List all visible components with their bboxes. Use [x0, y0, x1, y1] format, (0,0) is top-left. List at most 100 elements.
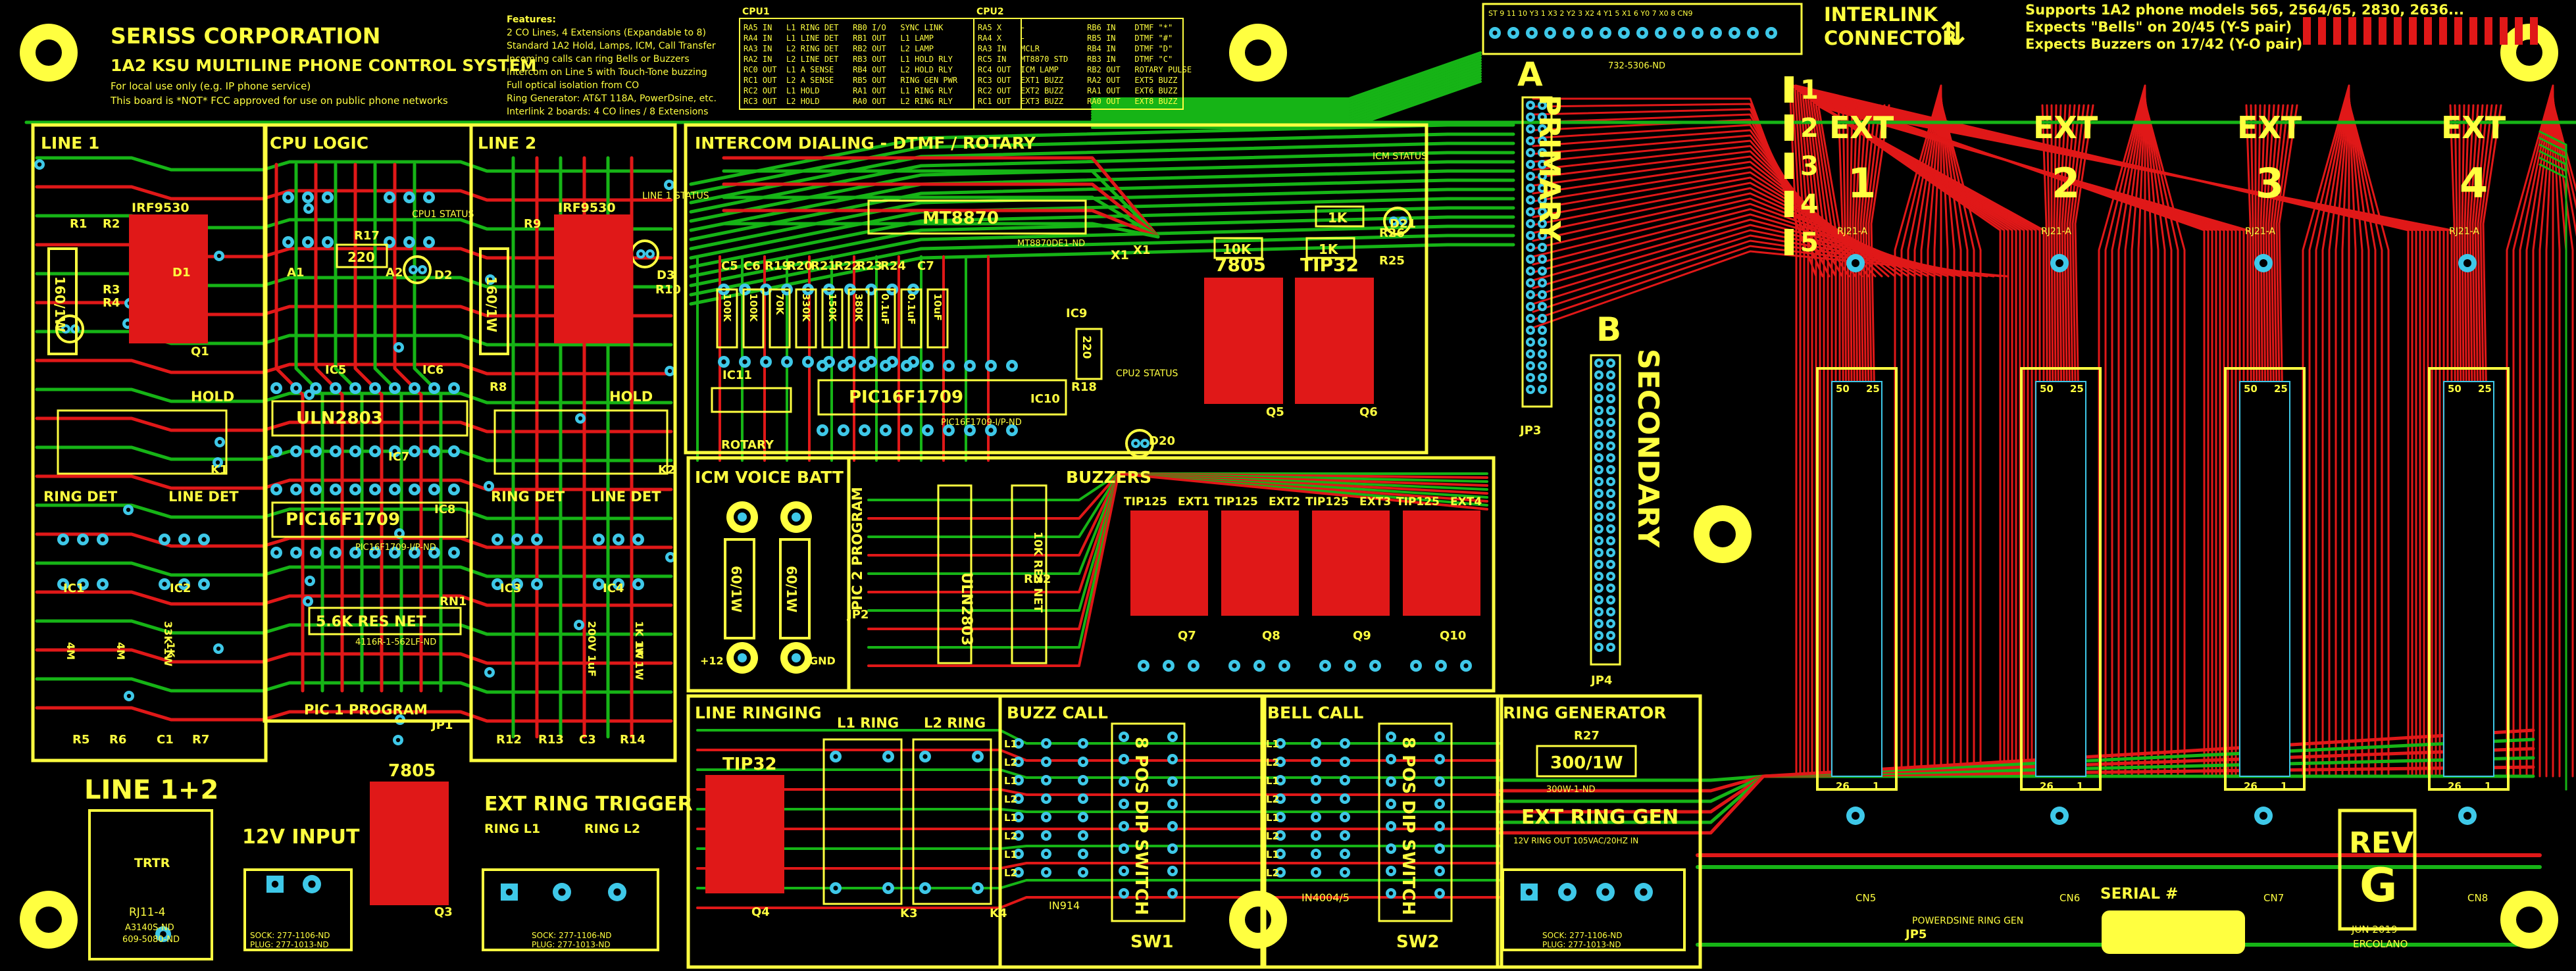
- resistor-r26: [1305, 237, 1355, 259]
- uln2803-chip-2: [937, 484, 972, 664]
- designator: C5: [721, 259, 738, 273]
- ring-generator-section: [1496, 694, 1702, 969]
- designator: IC11: [722, 368, 752, 382]
- support-notes: Supports 1A2 phone models 565, 2564/65, …: [2025, 2, 2464, 52]
- ext-pin-1: 1: [2281, 780, 2287, 792]
- tr-label: TRTR: [134, 856, 170, 870]
- bell-row-label: L2: [1266, 867, 1279, 879]
- tip125-label: TIP125: [1215, 495, 1258, 509]
- ext-pin-26: 26: [2244, 780, 2258, 792]
- buzz-row-label: L2: [1004, 867, 1017, 879]
- resnet-rn1: [308, 607, 462, 635]
- resistor-r16: [779, 538, 811, 639]
- r26-value: 1K: [1319, 241, 1339, 257]
- pic1-program-title: PIC 1 PROGRAM: [304, 702, 428, 718]
- designator: IC3: [500, 582, 521, 595]
- designator: K4: [990, 907, 1007, 920]
- tip32-bottom-label: TIP32: [722, 755, 777, 774]
- resistor-r27: [1536, 745, 1637, 778]
- relay-k3: [822, 738, 903, 905]
- primary-title: PRIMARY: [1532, 95, 1566, 243]
- designator: R3: [103, 283, 120, 297]
- r8-value: 160/1W: [484, 276, 499, 332]
- designator: IC4: [603, 582, 624, 595]
- bell-row-label: L1: [1266, 738, 1279, 750]
- mounting-holes: [20, 24, 2558, 949]
- resnet-rn2: [1011, 484, 1048, 664]
- rev-place: ERCOLANO: [2353, 938, 2408, 950]
- cpu2-table-row: RA3 IN MCLR RB4 IN DTMF "D": [978, 44, 1173, 53]
- designator: R14: [620, 733, 645, 747]
- intercom-section: [684, 123, 1428, 455]
- ext-jack: RJ21-A: [2245, 226, 2275, 237]
- bell-row-label: L2: [1266, 830, 1279, 842]
- rj11-pn1: A3140S-ND: [125, 923, 174, 933]
- tip125-label: TIP125: [1124, 495, 1167, 509]
- r24-value: 1K: [1328, 210, 1348, 226]
- designator: C1: [157, 733, 174, 747]
- ext-gen-labels: 12V RING OUT 105VAC/20HZ IN: [1513, 836, 1638, 845]
- serial-label: SERIAL #: [2100, 885, 2178, 903]
- ext-pin-1: 1: [1873, 780, 1879, 792]
- intercom-component-value: 70K: [774, 293, 786, 316]
- q1-part: IRF9530: [132, 201, 189, 215]
- designator: R8: [490, 380, 507, 394]
- ext-jack: RJ21-A: [2041, 226, 2071, 237]
- ext-ring-trigger-jack: [482, 868, 659, 951]
- cpu2-table-row: RC5 IN MT8870 STD RB3 IN DTMF "C": [978, 55, 1173, 64]
- buzz-call-title: BUZZ CALL: [1007, 703, 1108, 722]
- interlink-connector: ST 9 11 10 Y3 1 X3 2 Y2 3 X2 4 Y1 5 X1 6…: [1482, 3, 1966, 71]
- r25-value: 10K: [1223, 241, 1252, 257]
- tip125-label: TIP125: [1396, 495, 1440, 509]
- section-titles: LINE 1 CPU LOGIC LINE 2 INTERCOM DIALING…: [41, 55, 2178, 903]
- intercom-component-value: 0.1uF: [905, 293, 917, 325]
- buzz-row-label: L1: [1004, 849, 1017, 860]
- features-title: Features:: [507, 14, 556, 25]
- icm-batt-title: ICM VOICE BATT: [695, 468, 844, 487]
- pic2-pn: PIC16F1709-I/P-ND: [941, 418, 1022, 428]
- in4004-label: IN4004/5: [1301, 891, 1350, 904]
- cpu1-status-label: CPU1 STATUS: [412, 209, 474, 220]
- primary-header-jp3: [1521, 96, 1553, 408]
- x1-label: X1: [1111, 248, 1129, 262]
- mt8870-pn: MT8870DE1-ND: [1017, 239, 1085, 249]
- designator: C3: [579, 733, 596, 747]
- title-block: SERISS CORPORATION 1A2 KSU MULTILINE PHO…: [110, 23, 537, 107]
- designator: X1: [1133, 243, 1150, 257]
- tip125-label: TIP125: [1305, 495, 1349, 509]
- designator: R18: [1071, 380, 1097, 394]
- designator: R26: [1379, 226, 1405, 240]
- designator: A2: [386, 266, 403, 280]
- support-buzzers: Expects Buzzers on 17/42 (Y-O pair): [2025, 36, 2302, 52]
- designator: R23: [857, 259, 882, 273]
- ext-pin-50: 50: [2040, 383, 2054, 395]
- designator: R4: [103, 296, 120, 310]
- designator: R1: [70, 217, 87, 231]
- line1-status-label: LINE 1 STATUS: [642, 191, 709, 201]
- designator: R9: [524, 217, 541, 231]
- mt8870-label: MT8870: [922, 209, 999, 228]
- interlink-pin-labels: ST 9 11 10 Y3 1 X3 2 Y2 3 X2 4 Y1 5 X1 6…: [1488, 9, 1693, 18]
- feature-line: Incoming calls can ring Bells or Buzzers: [507, 54, 690, 64]
- buzzer-ext-label: EXT4: [1450, 495, 1482, 509]
- v12-plug: PLUG: 277-1013-ND: [250, 940, 329, 949]
- ext-pin-25: 25: [2274, 383, 2288, 395]
- cpu-logic-title: CPU LOGIC: [270, 134, 368, 153]
- designator: JP4: [1590, 674, 1612, 687]
- buzz-row-label: L1: [1004, 775, 1017, 787]
- uln2803-label-1: ULN2803: [296, 409, 383, 428]
- designator: JP3: [1519, 424, 1541, 437]
- relay-k1: [57, 409, 228, 475]
- feature-line: Intercom on Line 5 with Touch-Tone buzzi…: [507, 67, 707, 78]
- cpu2-table-row: RC1 OUT EXT3 BUZZ RA0 OUT EXT8 BUZZ: [978, 97, 1177, 106]
- designator: Q9: [1353, 629, 1371, 643]
- r27-pn: 300W-1-ND: [1546, 785, 1596, 795]
- buzzers-section: [847, 456, 1496, 693]
- ext-number: 3: [2256, 159, 2284, 207]
- v12-input-title: 12V INPUT: [242, 826, 360, 849]
- feature-line: 2 CO Lines, 4 Extensions (Expandable to …: [507, 28, 706, 38]
- designator: D3: [657, 268, 674, 282]
- cpu1-table-row: RC0 OUT L1 A SENSE RB4 OUT L2 HOLD RLY: [744, 65, 953, 74]
- relay-k4: [912, 738, 992, 905]
